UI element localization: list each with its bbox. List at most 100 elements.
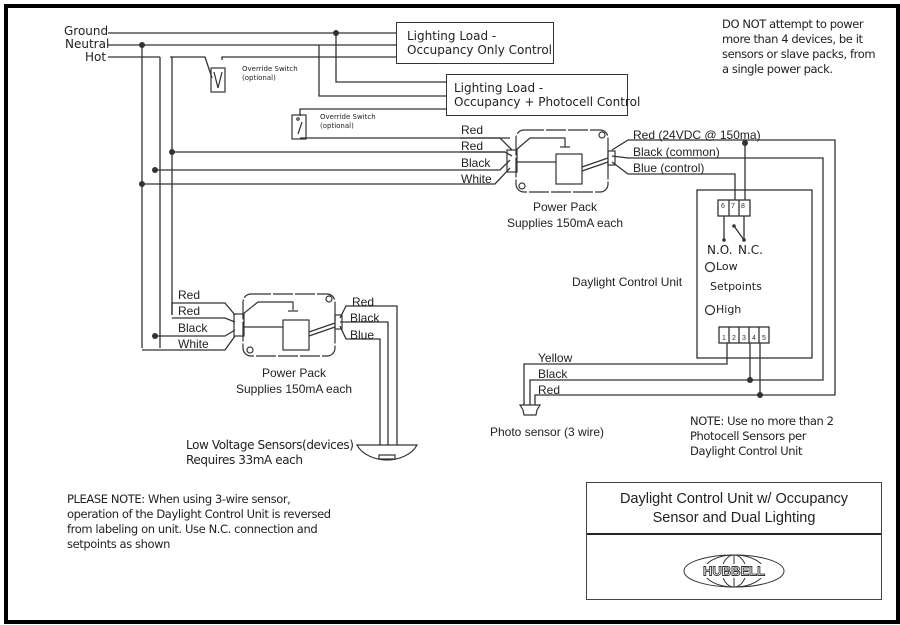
logo-text: HUBBELL xyxy=(703,564,765,579)
power-pack-1-icon xyxy=(506,129,616,193)
title-line2: Sensor and Dual Lighting xyxy=(652,510,816,526)
terminal-3: 3 xyxy=(742,335,746,342)
load2-line1: Lighting Load - xyxy=(454,81,544,95)
title-block: Daylight Control Unit w/ Occupancy Senso… xyxy=(586,482,882,600)
note-top-right-line: sensors or slave packs, from xyxy=(722,47,876,61)
no-label: N.O. xyxy=(707,243,733,257)
note-top-right-line: DO NOT attempt to power xyxy=(722,17,864,31)
pp2-output-blue: Blue xyxy=(350,328,375,342)
neutral-to-load2 xyxy=(318,45,452,97)
terminal-4: 4 xyxy=(752,335,756,342)
pp1-black xyxy=(155,159,511,171)
pp1-output-black: Black (common) xyxy=(633,145,720,159)
junction-dot xyxy=(139,181,145,187)
switch2-to-pp1-red xyxy=(299,108,452,116)
pp1-input-red-2: Red xyxy=(461,139,484,153)
pp2-red2 xyxy=(172,317,236,323)
pp2-red1 xyxy=(171,302,236,316)
junction-dot xyxy=(169,149,175,155)
load1-line2: Occupancy Only Control xyxy=(407,43,553,58)
hot-label: Hot xyxy=(85,50,107,64)
hubbell-logo-icon: HUBBELL xyxy=(683,554,785,588)
terminal-5: 5 xyxy=(762,335,766,342)
diagram-title: Daylight Control Unit w/ Occupancy Senso… xyxy=(587,483,881,535)
note-photocell-line: NOTE: Use no more than 2 xyxy=(690,414,834,428)
load1-line1: Lighting Load - xyxy=(407,29,497,43)
relay-terminal-6: 6 xyxy=(721,203,725,210)
pp2-output-red: Red xyxy=(352,295,375,309)
photo-wire-yellow: Yellow xyxy=(538,351,573,365)
note-top-right-line: a single power pack. xyxy=(722,62,833,76)
junction-dot xyxy=(747,377,753,383)
junction-dot xyxy=(757,392,763,398)
note-photocell-line: Photocell Sensors per xyxy=(690,429,807,443)
pp1-input-white: White xyxy=(461,172,492,186)
pp2-input-white: White xyxy=(178,337,209,351)
note-photocell-line: Daylight Control Unit xyxy=(690,444,803,458)
pp1-output-blue: Blue (control) xyxy=(633,161,705,175)
override-switch-1-label: Override Switch xyxy=(242,65,298,73)
pp2-supply: Supplies 150mA each xyxy=(236,382,353,396)
junction-dot xyxy=(742,140,748,146)
sensor-requirement: Requires 33mA each xyxy=(186,453,303,467)
note-please-line: operation of the Daylight Control Unit i… xyxy=(67,507,331,521)
nc-label: N.C. xyxy=(738,243,763,257)
neutral-label: Neutral xyxy=(65,37,110,51)
pp2-output-black: Black xyxy=(350,311,380,325)
photo-sensor-icon xyxy=(518,404,542,416)
pp2-white xyxy=(142,335,236,351)
setpoints-label: Setpoints xyxy=(710,280,762,293)
hot-to-switch-1 xyxy=(172,56,213,79)
pp2-out-red xyxy=(339,305,398,445)
ground-to-load2 xyxy=(335,33,452,83)
pp2-black xyxy=(155,329,236,337)
low-voltage-sensor-icon xyxy=(356,444,418,461)
note-please-line: from labeling on unit. Use N.C. connecti… xyxy=(67,522,318,536)
black-photo-wire xyxy=(529,343,751,405)
title-line1: Daylight Control Unit w/ Occupancy xyxy=(619,491,849,507)
note-top-right: DO NOT attempt to power more than 4 devi… xyxy=(722,17,876,77)
pp1-out-blue xyxy=(611,161,736,200)
pp1-input-black: Black xyxy=(461,156,491,170)
high-setpoint-knob xyxy=(704,304,716,316)
pp2-input-red-1: Red xyxy=(178,288,201,302)
pp1-supply: Supplies 150mA each xyxy=(507,216,624,230)
junction-dot xyxy=(139,42,145,48)
junction-dot xyxy=(152,167,158,173)
terminal-2: 2 xyxy=(732,335,736,342)
terminal-1: 1 xyxy=(722,335,726,342)
sensor-label: Low Voltage Sensors(devices) xyxy=(186,438,354,452)
relay-terminal-7: 7 xyxy=(731,203,735,210)
pp2-out-blue xyxy=(339,325,381,445)
note-photocell: NOTE: Use no more than 2 Photocell Senso… xyxy=(690,414,834,459)
note-please-line: PLEASE NOTE: When using 3-wire sensor, xyxy=(67,492,291,506)
relay-terminal-8: 8 xyxy=(741,203,745,210)
junction-dot xyxy=(333,30,339,36)
power-pack-2-icon xyxy=(233,293,343,357)
low-setpoint-knob xyxy=(704,261,716,273)
daylight-control-unit-box xyxy=(696,189,813,359)
load2-line2: Occupancy + Photocell Control xyxy=(454,95,641,110)
load-box-occupancy-only: Lighting Load - Occupancy Only Control xyxy=(396,22,554,64)
pp1-out-black xyxy=(611,155,824,381)
pp1-white xyxy=(142,167,511,185)
pp1-caption: Power Pack xyxy=(533,200,598,214)
override-switch-2-label: Override Switch xyxy=(320,113,376,121)
photo-wire-red: Red xyxy=(538,383,561,397)
photo-sensor-label: Photo sensor (3 wire) xyxy=(490,425,605,439)
low-label: Low xyxy=(716,260,738,273)
photo-wire-black: Black xyxy=(538,367,568,381)
pp2-out-black xyxy=(340,321,389,445)
yellow-wire xyxy=(523,343,728,405)
junction-dot xyxy=(152,333,158,339)
override-switch-2-icon xyxy=(291,114,307,140)
pp1-input-red-1: Red xyxy=(461,123,484,137)
note-top-right-line: more than 4 devices, be it xyxy=(722,32,863,46)
pp1-output-red: Red (24VDC @ 150ma) xyxy=(633,128,761,142)
pp2-input-black: Black xyxy=(178,321,208,335)
pp1-out-red xyxy=(611,139,836,396)
override-switch-1-icon xyxy=(210,67,226,93)
daylight-unit-label: Daylight Control Unit xyxy=(572,275,683,289)
note-please-line: setpoints as shown xyxy=(67,537,171,551)
